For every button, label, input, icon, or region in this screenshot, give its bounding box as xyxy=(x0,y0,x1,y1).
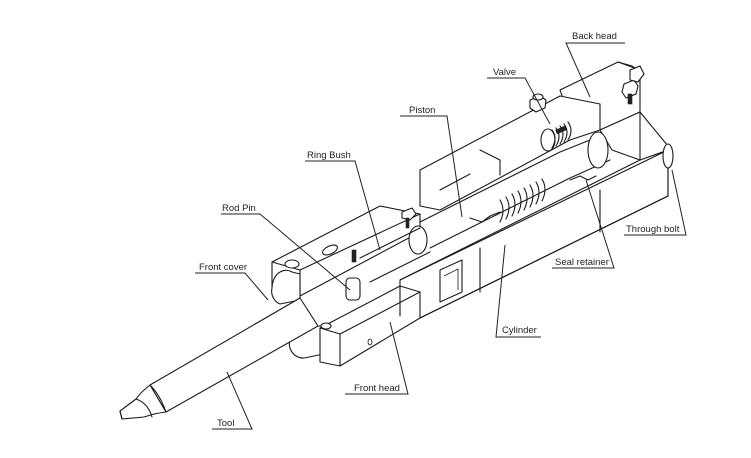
leader-front-cover xyxy=(195,272,269,301)
label-cylinder: Cylinder xyxy=(502,325,537,336)
leader-through-bolt xyxy=(624,169,687,236)
label-through-bolt: Through bolt xyxy=(626,224,680,235)
leader-piston xyxy=(400,115,463,218)
label-piston: Piston xyxy=(409,105,436,116)
leader-tool xyxy=(212,371,253,430)
valve-housing xyxy=(419,93,601,211)
label-rod-pin: Rod Pin xyxy=(222,203,256,214)
leader-cylinder xyxy=(495,244,541,338)
front-head xyxy=(319,285,421,367)
label-back-head: Back head xyxy=(572,31,617,42)
tool xyxy=(119,297,319,420)
leader-lines xyxy=(195,42,687,430)
leader-rod-pin xyxy=(221,213,351,291)
leader-seal-retainer xyxy=(552,179,615,269)
valve-spool xyxy=(540,121,572,152)
label-valve: Valve xyxy=(493,67,517,78)
label-tool: Tool xyxy=(217,418,235,429)
label-seal-retainer: Seal retainer xyxy=(555,257,609,268)
leader-ring-bush xyxy=(305,160,381,251)
label-front-cover: Front cover xyxy=(199,262,248,273)
label-ring-bush: Ring Bush xyxy=(307,150,351,161)
leader-front-head xyxy=(345,321,409,395)
leader-valve xyxy=(487,77,551,125)
piston xyxy=(419,131,611,249)
leader-back-head xyxy=(565,42,625,98)
label-front-head: Front head xyxy=(354,383,400,394)
